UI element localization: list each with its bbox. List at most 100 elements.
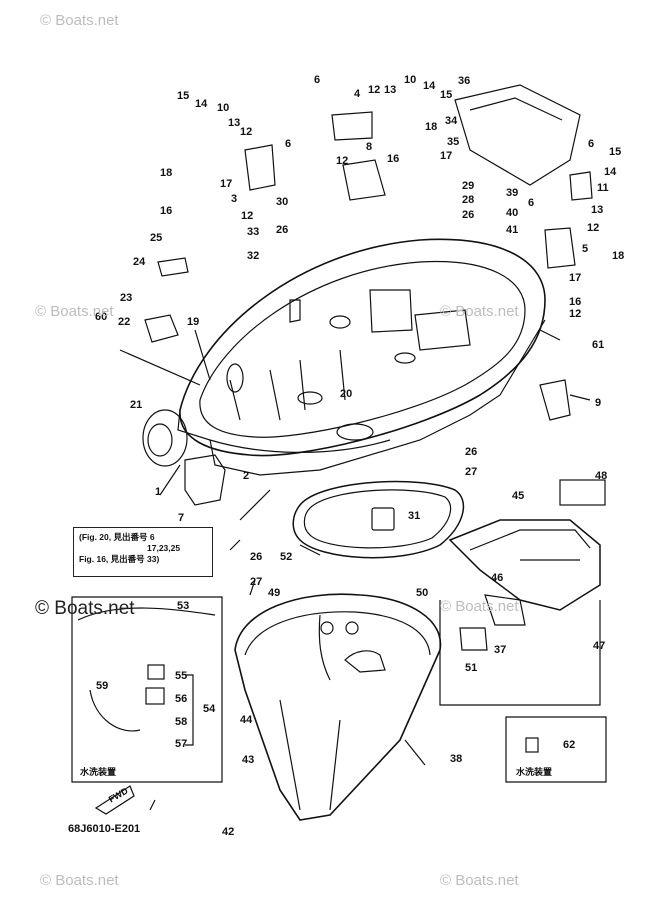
callout-30: 30 [276,196,289,208]
callout-16: 16 [387,153,400,165]
callout-26: 26 [462,209,475,221]
watermark: © Boats.net [35,303,114,320]
callout-58: 58 [175,716,188,728]
callout-60: 60 [95,311,108,323]
callout-12: 12 [569,308,582,320]
callout-12: 12 [241,210,254,222]
callout-39: 39 [506,187,519,199]
watermark: © Boats.net [440,598,519,615]
callout-20: 20 [340,388,353,400]
callout-3: 3 [231,193,238,205]
callout-26: 26 [276,224,289,236]
seal [292,480,465,559]
callout-51: 51 [465,662,478,674]
reference-line-3: Fig. 16, 見出番号 33) [79,554,160,564]
callout-55: 55 [175,670,188,682]
callout-53: 53 [177,600,190,612]
callout-38: 38 [450,753,463,765]
callout-7: 7 [178,512,185,524]
watermark: © Boats.net [440,872,519,889]
callout-15: 15 [440,89,453,101]
callout-15: 15 [609,146,622,158]
callout-26: 26 [250,551,263,563]
callout-40: 40 [506,207,519,219]
callout-17: 17 [569,272,582,284]
callout-27: 27 [250,576,263,588]
callout-37: 37 [494,644,507,656]
callout-18: 18 [612,250,625,262]
callout-45: 45 [512,490,525,502]
callout-43: 43 [242,754,255,766]
callout-52: 52 [280,551,293,563]
callout-6: 6 [588,138,595,150]
callout-16: 16 [569,296,582,308]
reference-line-1: (Fig. 20, 見出番号 6 [79,532,155,542]
callout-35: 35 [447,136,460,148]
watermark: © Boats.net [40,12,119,29]
callout-13: 13 [228,117,241,129]
callout-46: 46 [491,572,504,584]
callout-6: 6 [314,74,321,86]
callout-57: 57 [175,738,188,750]
callout-10: 10 [217,102,230,114]
callout-32: 32 [247,250,260,262]
callout-17: 17 [440,150,453,162]
watermark: © Boats.net [40,872,119,889]
callout-4: 4 [354,88,361,100]
callout-5: 5 [582,243,589,255]
callout-49: 49 [268,587,281,599]
callout-14: 14 [604,166,617,178]
callout-48: 48 [595,470,608,482]
callout-15: 15 [177,90,190,102]
callout-25: 25 [150,232,163,244]
callout-24: 24 [133,256,146,268]
callout-16: 16 [160,205,173,217]
callout-12: 12 [368,84,381,96]
callout-29: 29 [462,180,475,192]
inset-left-caption: 水洗装置 [80,767,117,777]
fwd-arrow-icon: FWD [98,786,138,808]
callout-12: 12 [336,155,349,167]
callout-18: 18 [160,167,173,179]
callout-23: 23 [120,292,133,304]
callout-8: 8 [366,141,373,153]
bracket [448,519,601,611]
callout-61: 61 [592,339,605,351]
callout-19: 19 [187,316,200,328]
callout-54: 54 [203,703,216,715]
callout-21: 21 [130,399,143,411]
callout-34: 34 [445,115,458,127]
watermark: © Boats.net [440,303,519,320]
callout-6: 6 [528,197,535,209]
callout-12: 12 [587,222,600,234]
bottom-cowling [234,593,442,821]
fwd-label: FWD [106,785,130,805]
callout-18: 18 [425,121,438,133]
callout-41: 41 [506,224,519,236]
reference-note: (Fig. 20, 見出番号 6 17,23,25 Fig. 16, 見出番号 … [73,527,213,577]
reference-line-2: 17,23,25 [147,543,181,553]
callout-31: 31 [408,510,421,522]
callout-47: 47 [593,640,606,652]
callout-12: 12 [240,126,253,138]
callout-14: 14 [423,80,436,92]
callout-50: 50 [416,587,429,599]
callout-33: 33 [247,226,260,238]
callout-9: 9 [595,397,602,409]
callout-59: 59 [96,680,109,692]
callout-22: 22 [118,316,131,328]
callout-17: 17 [220,178,233,190]
callout-14: 14 [195,98,208,110]
callout-6: 6 [285,138,292,150]
callout-11: 11 [597,182,609,194]
callout-27: 27 [465,466,478,478]
callout-26: 26 [465,446,478,458]
callout-2: 2 [243,470,250,482]
callout-44: 44 [240,714,253,726]
callout-10: 10 [404,74,417,86]
callout-56: 56 [175,693,188,705]
callout-1: 1 [155,486,162,498]
inset-right-caption: 水洗装置 [516,767,553,777]
callout-62: 62 [563,739,576,751]
